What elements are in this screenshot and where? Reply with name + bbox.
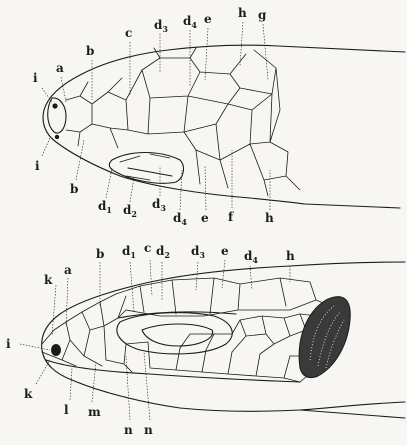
label-b-lower: b bbox=[70, 182, 78, 196]
label-d1-lower: d1 bbox=[98, 199, 112, 215]
label-i-top: i bbox=[33, 71, 38, 85]
rostral-scale bbox=[48, 98, 66, 133]
dorsal-neck-upper bbox=[278, 46, 405, 52]
label-d4-side: d4 bbox=[244, 249, 258, 265]
dorsal-eye-slit bbox=[128, 168, 172, 176]
label-k-top: k bbox=[44, 273, 53, 287]
label-d3-side: d3 bbox=[191, 244, 205, 260]
label-b-top: b bbox=[86, 44, 94, 58]
label-a-top: a bbox=[56, 61, 64, 75]
lateral-head-plates bbox=[116, 278, 340, 318]
label-c-top: c bbox=[125, 26, 132, 40]
lateral-neck-lower bbox=[300, 410, 405, 418]
dorsal-head-outline bbox=[43, 45, 400, 208]
lateral-eye-outline bbox=[117, 313, 232, 354]
label-c-side: c bbox=[144, 241, 151, 255]
label-e-top: e bbox=[204, 12, 212, 26]
nostril-upper-mark bbox=[52, 103, 57, 108]
label-n-first: n bbox=[124, 423, 133, 437]
label-d3-lower: d3 bbox=[152, 197, 166, 213]
label-d1-side: d1 bbox=[122, 244, 136, 260]
label-h-side: h bbox=[286, 249, 295, 263]
dorsal-eye-scales bbox=[120, 154, 170, 180]
label-a-side: a bbox=[64, 263, 72, 277]
lateral-leader-lines bbox=[20, 260, 290, 420]
label-h-lower: h bbox=[265, 211, 274, 225]
label-h-top: h bbox=[238, 6, 247, 20]
label-d3-top: d3 bbox=[154, 18, 168, 34]
label-d4-top: d4 bbox=[183, 14, 197, 30]
label-e-lower: e bbox=[201, 211, 209, 225]
nostril-lower-mark bbox=[55, 135, 59, 139]
label-l-side: l bbox=[64, 403, 69, 417]
label-d2-side: d2 bbox=[156, 244, 170, 260]
dorsal-view-head-drawing bbox=[43, 45, 405, 208]
label-i-side: i bbox=[6, 337, 11, 351]
lateral-head-outline bbox=[42, 262, 405, 411]
label-e-side: e bbox=[221, 244, 229, 258]
dorsal-eye-region bbox=[109, 153, 183, 184]
label-d2-lower: d2 bbox=[123, 203, 137, 219]
lateral-eye-inner bbox=[142, 324, 213, 346]
label-d4-lower: d4 bbox=[173, 211, 187, 227]
label-g-top: g bbox=[258, 8, 267, 22]
lateral-view-head-drawing bbox=[42, 262, 405, 418]
label-i-lower: i bbox=[35, 159, 40, 173]
label-f-lower: f bbox=[228, 210, 234, 224]
lateral-jaw-line bbox=[46, 360, 300, 382]
label-m-side: m bbox=[88, 405, 101, 419]
ear-opening bbox=[299, 297, 350, 378]
label-k-bottom: k bbox=[24, 387, 33, 401]
lateral-nostril bbox=[51, 344, 61, 356]
label-b-side: b bbox=[96, 247, 104, 261]
label-n-second: n bbox=[144, 423, 153, 437]
